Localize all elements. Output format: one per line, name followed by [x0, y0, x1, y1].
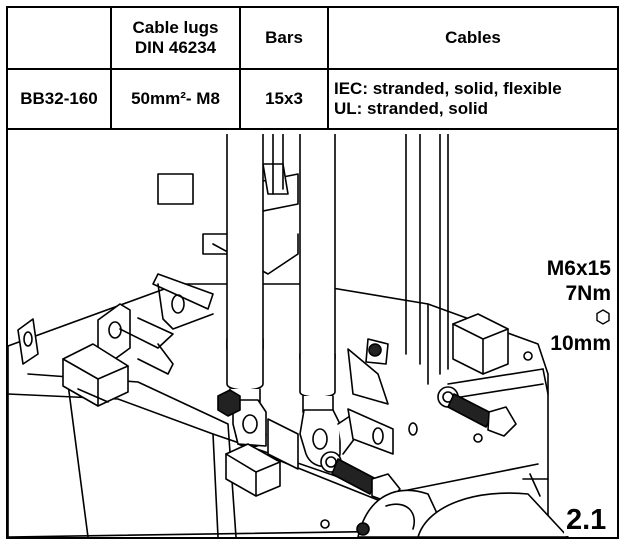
vertical-bar-rear	[405, 134, 449, 375]
wrench-size-text: 10mm	[550, 332, 611, 355]
cables-cell: IEC: stranded, solid, flexible UL: stran…	[327, 68, 617, 130]
bolt-right	[437, 386, 517, 437]
housing-block	[8, 283, 549, 537]
cable-lug-left	[232, 399, 267, 448]
bars-cell: 15x3	[239, 68, 329, 130]
cables-iec: IEC: stranded, solid, flexible	[334, 79, 562, 98]
model-cell: BB32-160	[8, 68, 112, 130]
torque-value: 7Nm	[565, 282, 611, 305]
header-bars: Bars	[239, 8, 329, 70]
header-empty-cell	[8, 8, 112, 70]
spec-table: Cable lugs DIN 46234 Bars Cables BB32-16…	[8, 8, 617, 130]
figure-number: 2.1	[564, 504, 609, 536]
table-row: BB32-160 50mm²- M8 15x3 IEC: stranded, s…	[8, 68, 617, 130]
housing-screws	[320, 351, 533, 529]
nut-left	[217, 389, 241, 417]
clamp-blocks-front	[225, 408, 394, 497]
lug-cell: 50mm²- M8	[110, 68, 241, 130]
hexagon-icon	[596, 309, 610, 325]
wrench-size: 10mm	[547, 306, 611, 356]
instruction-sheet: Cable lugs DIN 46234 Bars Cables BB32-16…	[6, 6, 619, 539]
actuator-housing	[356, 489, 569, 537]
header-lugs-line-2: DIN 46234	[134, 38, 217, 57]
cable-right	[299, 134, 336, 413]
terminal-right	[347, 313, 509, 405]
clamp-blocks-left	[17, 303, 174, 407]
cables-ul: UL: stranded, solid	[334, 99, 488, 118]
screw-size: M6x15	[546, 257, 611, 280]
busbar-installation-drawing	[8, 134, 569, 537]
header-lugs-line-1: Cable lugs	[132, 18, 219, 37]
header-cable-lugs: Cable lugs DIN 46234	[110, 8, 241, 70]
header-cables: Cables	[327, 8, 617, 70]
cable-left	[226, 134, 264, 403]
torque-spec: M6x15 7Nm 10mm	[547, 256, 611, 356]
header-row: Cable lugs DIN 46234 Bars Cables	[8, 8, 617, 70]
